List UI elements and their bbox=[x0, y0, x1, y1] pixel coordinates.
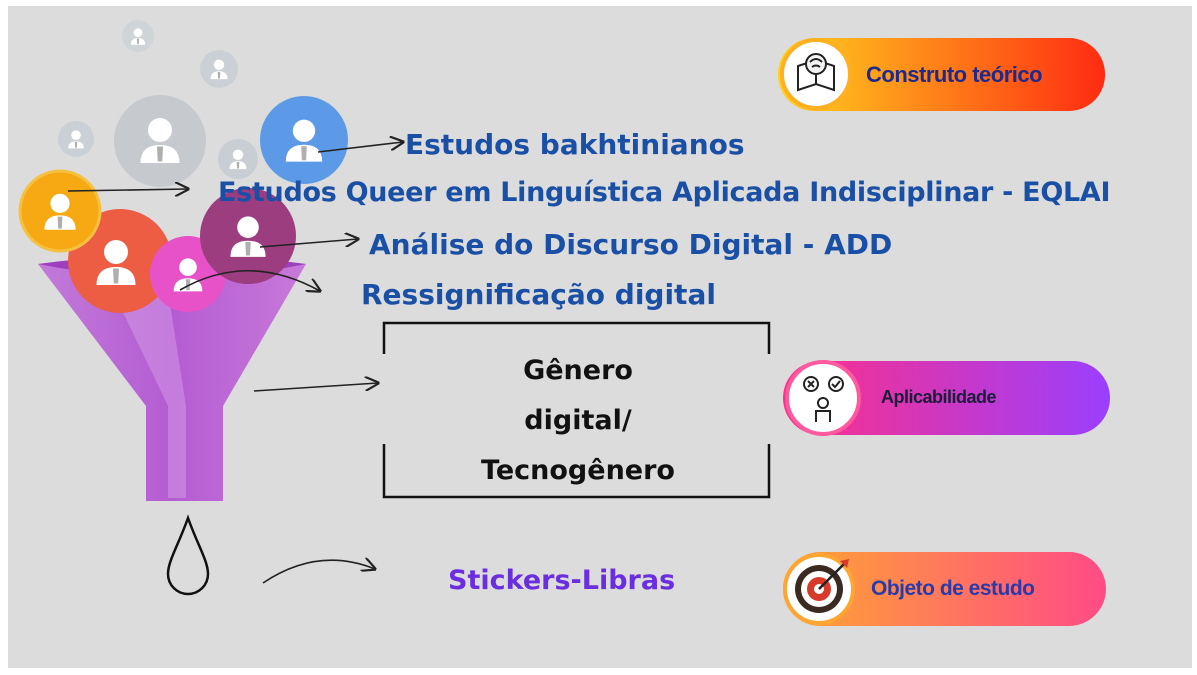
label-add: Análise do Discurso Digital - ADD bbox=[369, 228, 893, 261]
arrow-bakhtin bbox=[317, 142, 403, 153]
pill-aplicabilidade-label: Aplicabilidade bbox=[881, 387, 997, 407]
box-line: Tecnogênero bbox=[481, 455, 675, 486]
central-box-frame bbox=[382, 321, 771, 499]
arrow-add bbox=[259, 239, 358, 248]
person-bubble-icon bbox=[200, 188, 296, 284]
pill-aplicabilidade bbox=[783, 360, 1110, 436]
arrow-ressig bbox=[179, 270, 320, 291]
target-icon bbox=[795, 559, 849, 613]
central-box-text: Gênero digital/ Tecnogênero bbox=[388, 346, 768, 496]
person-bubble-icon bbox=[122, 20, 154, 52]
drop-icon bbox=[166, 514, 210, 596]
person-bubble-icon bbox=[68, 209, 172, 313]
person-bubble-icon bbox=[114, 95, 206, 187]
person-bubble-icon bbox=[58, 121, 94, 157]
person-bubble-icon bbox=[200, 50, 238, 88]
person-bubble-icon bbox=[18, 169, 102, 253]
arrow-queer bbox=[67, 189, 188, 191]
arrow-output bbox=[262, 560, 375, 584]
connector-arrows bbox=[67, 142, 403, 584]
arrow-box bbox=[253, 383, 378, 392]
person-bubble-icon bbox=[260, 96, 348, 184]
label-queer: Estudos Queer em Linguística Aplicada In… bbox=[218, 177, 1111, 208]
floating-people-bubbles bbox=[58, 20, 348, 187]
pill-objeto-label: Objeto de estudo bbox=[871, 577, 1035, 600]
label-bakhtin: Estudos bakhtinianos bbox=[405, 128, 745, 161]
brain-book-icon bbox=[797, 53, 835, 92]
diagram-canvas: Estudos bakhtinianos Estudos Queer em Li… bbox=[8, 6, 1192, 668]
label-ressig: Ressignificação digital bbox=[361, 278, 716, 311]
pill-construto-label: Construto teórico bbox=[866, 62, 1043, 87]
pill-objeto bbox=[783, 552, 1106, 626]
person-thinking-icon bbox=[803, 376, 844, 422]
pill-construto bbox=[778, 38, 1105, 111]
people-in-funnel bbox=[18, 169, 296, 313]
box-line: digital/ bbox=[524, 405, 632, 436]
diagram-artwork bbox=[18, 20, 1110, 626]
box-line: Gênero bbox=[523, 355, 633, 386]
person-bubble-icon bbox=[218, 139, 258, 179]
output-label: Stickers-Libras bbox=[448, 565, 676, 596]
